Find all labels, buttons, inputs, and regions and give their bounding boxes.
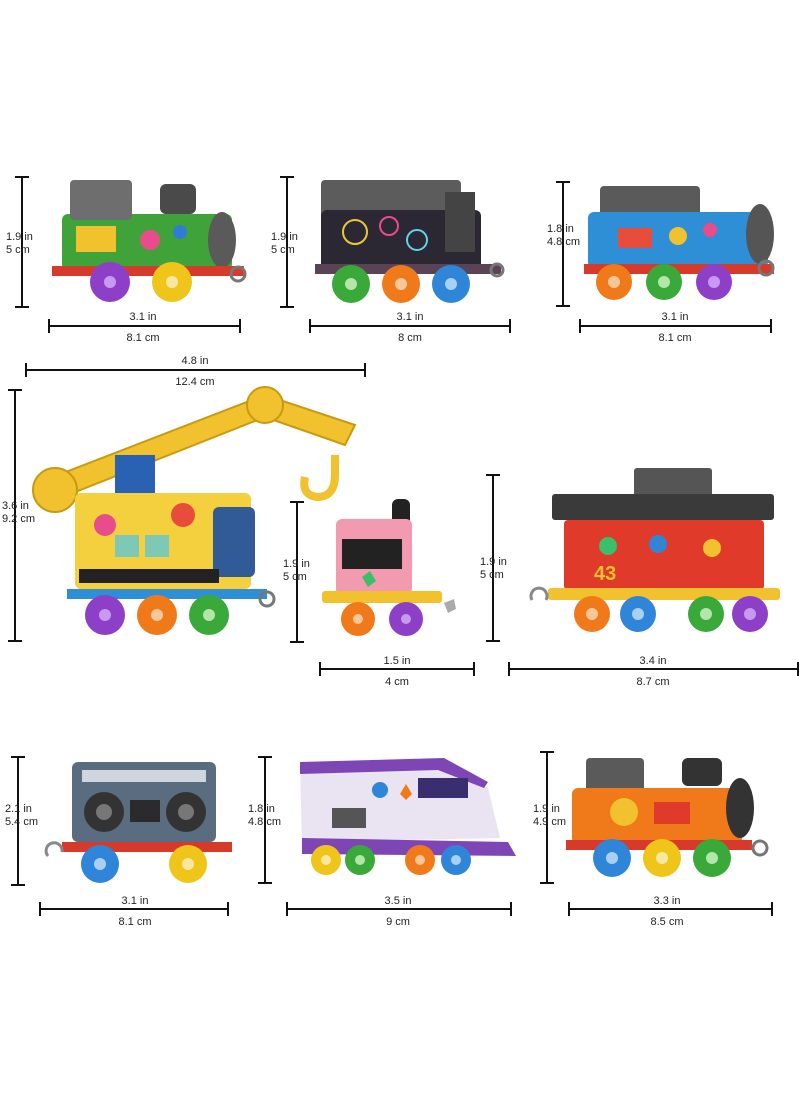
toy-engine-orange (566, 758, 769, 877)
width-marker (508, 662, 799, 676)
width-marker (309, 319, 511, 333)
toy-caboose: 43 (529, 468, 780, 632)
toy-small-car (322, 499, 456, 636)
toy-streamliner (300, 758, 516, 875)
width-marker (319, 662, 475, 676)
toy-engine-fireworks (315, 180, 505, 303)
width-marker (48, 319, 241, 333)
svg-text:43: 43 (594, 563, 616, 585)
toy-crane (32, 386, 357, 635)
width-marker (286, 902, 512, 916)
width-marker (25, 363, 366, 377)
height-marker (280, 176, 294, 308)
height-marker (15, 176, 29, 308)
toy-engine-green (52, 180, 247, 302)
toy-boombox-car (44, 762, 232, 883)
height-marker (290, 501, 304, 643)
toy-engine-blue-party (584, 186, 775, 300)
height-marker (8, 389, 22, 642)
height-marker (11, 756, 25, 886)
width-marker (568, 902, 773, 916)
height-marker (540, 751, 554, 884)
height-marker (486, 474, 500, 642)
height-marker (258, 756, 272, 884)
width-marker (39, 902, 229, 916)
height-marker (556, 181, 570, 307)
width-marker (579, 319, 772, 333)
